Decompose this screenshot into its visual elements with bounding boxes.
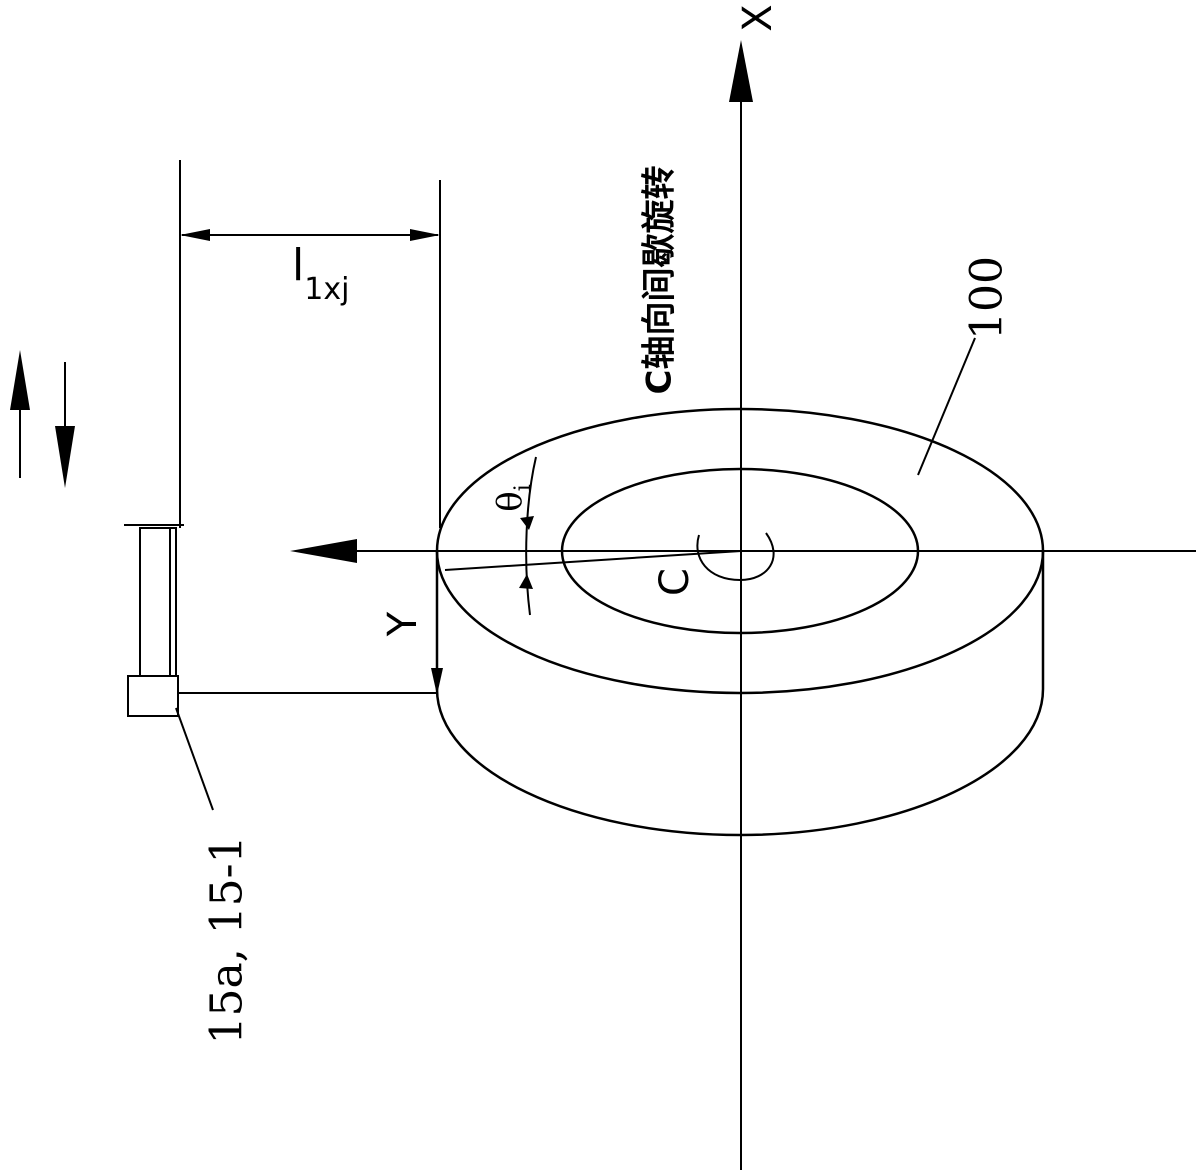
sensor-probe xyxy=(124,524,184,717)
movement-arrow-down xyxy=(55,426,75,488)
dimension-arrow-left xyxy=(180,229,210,241)
x-axis-label: X xyxy=(735,4,781,31)
c-axis-rotation-arc xyxy=(696,532,775,582)
distance-symbol: l xyxy=(292,240,304,291)
y-axis-arrowhead xyxy=(290,539,357,563)
dimension-arrow-right xyxy=(410,229,440,241)
x-axis-arrowhead xyxy=(729,40,753,102)
svg-text:θi: θi xyxy=(490,484,536,512)
angle-arrow-lower xyxy=(519,574,533,589)
sensor-leader xyxy=(175,707,214,811)
disc-bottom-edge xyxy=(435,688,1045,837)
sensor-ref-label: 15a, 15-1 xyxy=(202,835,253,1044)
angle-reference-line xyxy=(444,550,742,571)
angle-subscript: i xyxy=(511,484,536,491)
y-measure-arrow xyxy=(431,668,443,695)
part-number-label: 100 xyxy=(962,256,1013,340)
distance-subscript: 1xj xyxy=(304,272,349,307)
disc-bore xyxy=(560,467,920,635)
movement-double-arrow xyxy=(10,350,75,488)
y-axis-label: Y xyxy=(380,611,426,637)
angle-dimension-arc xyxy=(525,456,537,616)
sensor-head xyxy=(127,675,179,717)
angle-symbol: θ xyxy=(490,491,530,511)
part-number-leader xyxy=(917,337,976,476)
disc-top-face xyxy=(435,407,1045,695)
angle-arrow-upper xyxy=(520,516,534,530)
distance-label: l1xj xyxy=(292,240,349,307)
angle-label: θi xyxy=(490,484,536,512)
rotation-note: C轴向间歇旋转 xyxy=(640,166,680,395)
svg-text:l1xj: l1xj xyxy=(292,240,349,307)
movement-arrow-up xyxy=(10,350,30,410)
c-axis-label: C xyxy=(652,568,698,596)
